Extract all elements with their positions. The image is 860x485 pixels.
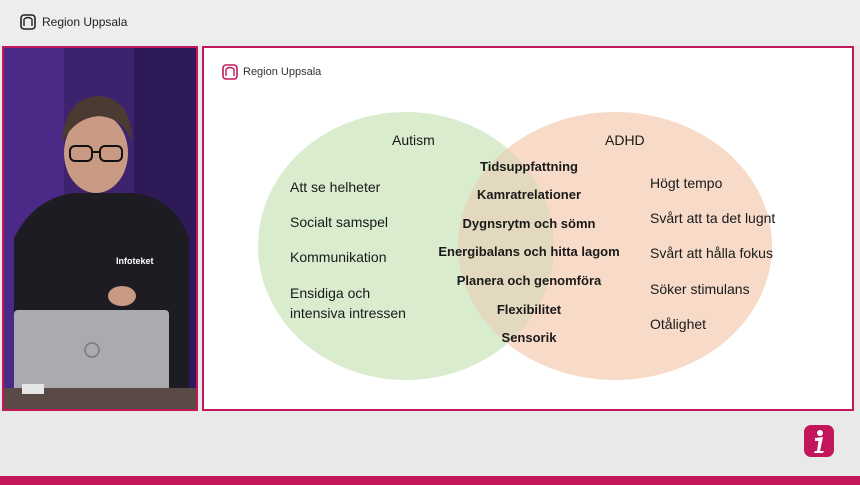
overlap-item: Energibalans och hitta lagom bbox=[438, 244, 620, 259]
autism-item: Kommunikation bbox=[290, 249, 387, 265]
adhd-item: Svårt att ta det lugnt bbox=[650, 210, 776, 226]
adhd-item: Otålighet bbox=[650, 316, 707, 332]
adhd-item: Högt tempo bbox=[650, 175, 723, 191]
presenter-video: Infoteket bbox=[2, 46, 198, 411]
overlap-item: Planera och genomföra bbox=[456, 273, 602, 288]
venn-diagram bbox=[258, 112, 772, 380]
overlap-item: Tidsuppfattning bbox=[480, 159, 578, 174]
overlap-item: Dygnsrytm och sömn bbox=[462, 216, 596, 231]
autism-title: Autism bbox=[392, 132, 435, 148]
slide: Region Uppsala Autism ADHD Att se helhet… bbox=[202, 46, 854, 411]
region-uppsala-logo-icon bbox=[20, 14, 36, 30]
header-brand-text: Region Uppsala bbox=[42, 15, 128, 29]
slide-brand: Region Uppsala bbox=[222, 64, 321, 80]
header-brand: Region Uppsala bbox=[20, 14, 127, 30]
adhd-item: Söker stimulans bbox=[650, 281, 750, 297]
overlap-item: Kamratrelationer bbox=[476, 187, 582, 202]
adhd-title: ADHD bbox=[605, 132, 645, 148]
region-uppsala-logo-icon bbox=[222, 64, 238, 80]
autism-item: Socialt samspel bbox=[290, 214, 389, 230]
autism-item: Ensidiga och bbox=[290, 285, 371, 301]
autism-item: intensiva intressen bbox=[290, 305, 406, 321]
top-bar: Region Uppsala bbox=[0, 0, 860, 46]
adhd-item: Svårt att hålla fokus bbox=[650, 245, 773, 261]
presenter-image: Infoteket bbox=[4, 48, 196, 409]
autism-item: Att se helheter bbox=[290, 179, 381, 195]
slide-brand-text: Region Uppsala bbox=[243, 66, 322, 78]
hoodie-text: Infoteket bbox=[116, 256, 154, 266]
bottom-accent-bar bbox=[0, 476, 860, 485]
overlap-item: Sensorik bbox=[501, 330, 557, 345]
info-button[interactable] bbox=[804, 425, 834, 457]
info-icon bbox=[814, 430, 824, 453]
overlap-item: Flexibilitet bbox=[496, 302, 562, 317]
adhd-circle bbox=[458, 112, 772, 380]
